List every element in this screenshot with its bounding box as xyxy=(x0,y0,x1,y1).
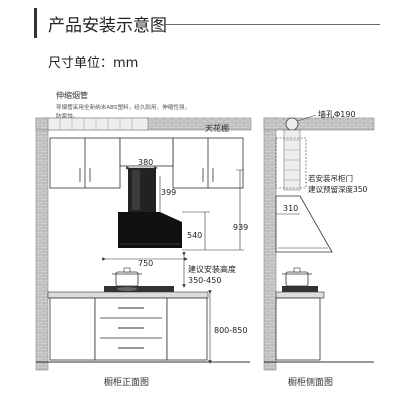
unit-label: 尺寸单位：mm xyxy=(48,56,139,71)
title-accent xyxy=(34,8,37,38)
upper-cabinets xyxy=(49,137,244,189)
cooking-pot xyxy=(112,267,142,287)
side-cooking-pot xyxy=(282,267,312,287)
side-hood-profile xyxy=(275,195,333,253)
gas-stove xyxy=(104,286,174,292)
page-title: 产品安装示意图 xyxy=(48,16,167,36)
front-left-wall xyxy=(35,117,49,371)
drawer-handles xyxy=(118,307,144,349)
exhaust-pipe-horizontal xyxy=(47,117,149,131)
cabinet-handles xyxy=(79,168,214,182)
dim-939: 939 xyxy=(233,223,248,232)
side-wall xyxy=(263,117,277,371)
side-pipe-corrugations xyxy=(284,139,300,181)
hood-chimney-highlight xyxy=(132,170,140,210)
height-note-2: 350-450 xyxy=(188,276,221,285)
pipe-desc-1: 导烟管采用全新纳米ABS塑料，经久耐用，伸缩性强， xyxy=(56,103,190,111)
pipe-title: 伸缩烟管 xyxy=(56,90,88,100)
dim-380: 380 xyxy=(138,158,153,167)
ceiling-label: 天花棚 xyxy=(205,123,229,133)
base-cabinets xyxy=(49,297,208,361)
wall-hole-leader xyxy=(297,114,317,122)
dim-800: 800-850 xyxy=(214,326,247,335)
side-countertop xyxy=(275,291,325,299)
range-hood xyxy=(118,212,182,248)
side-upper-cabinet xyxy=(275,137,307,189)
front-caption: 橱柜正面图 xyxy=(104,376,149,388)
title-bar: 产品安装示意图 xyxy=(0,8,400,38)
dim-750: 750 xyxy=(138,259,153,268)
door-note-1: 若安装吊柜门 xyxy=(308,173,353,183)
side-ceiling-wall xyxy=(263,117,375,131)
dim-310: 310 xyxy=(283,204,298,213)
height-note-1: 建议安装高度 xyxy=(188,264,236,274)
door-note-2: 建议预留深度350 xyxy=(308,184,368,194)
pipe-corrugations xyxy=(59,118,133,130)
front-countertop xyxy=(47,291,209,299)
dim-540: 540 xyxy=(187,231,202,240)
side-base-cabinet xyxy=(275,297,321,361)
side-caption: 橱柜侧面图 xyxy=(288,376,333,388)
wall-hole-icon xyxy=(285,117,299,131)
side-stove xyxy=(282,286,318,292)
dim-399: 399 xyxy=(161,188,176,197)
title-rule xyxy=(165,24,380,25)
wall-hole-label: 墙孔Φ190 xyxy=(318,109,356,119)
pipe-desc-2: 防腐蚀。 xyxy=(56,112,78,120)
burner xyxy=(117,287,137,291)
